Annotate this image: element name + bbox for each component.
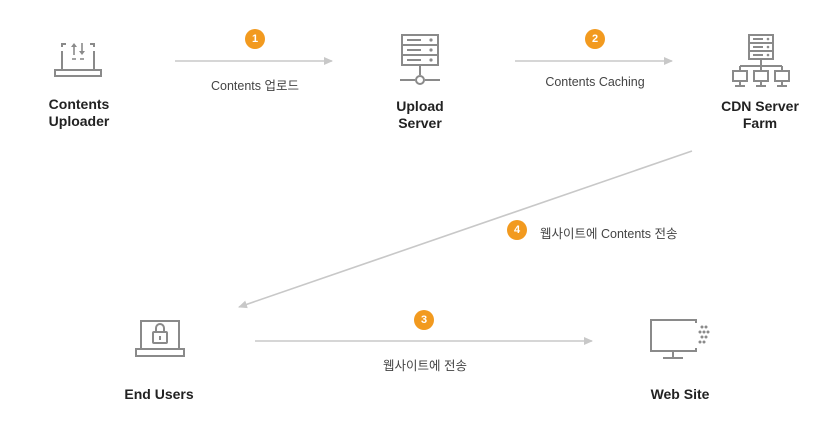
server-icon [400, 34, 440, 85]
node-label-line: Uploader [48, 113, 110, 129]
node-label-line: CDN Server [721, 98, 799, 114]
arrow-cdn-to-users [238, 150, 693, 309]
node-label-end-users: End Users [89, 386, 229, 403]
node-label-line: Upload [396, 98, 444, 114]
edge-label-send-website: 웹사이트에 전송 [383, 359, 467, 373]
node-label-cdn-server-farm: CDN Server Farm [690, 98, 830, 132]
edge-label-send-contents: 웹사이트에 Contents 전송 [540, 227, 678, 241]
laptop-upload-icon [54, 43, 102, 77]
node-label-contents-uploader: Contents Uploader [9, 96, 149, 130]
node-label-line: Web Site [650, 386, 710, 402]
node-label-line: Farm [742, 115, 778, 131]
server-network-icon [732, 34, 790, 87]
node-label-upload-server: Upload Server [350, 98, 490, 132]
step-badge-4: 4 [507, 220, 527, 240]
node-label-line: End Users [124, 386, 194, 402]
monitor-icon [650, 319, 710, 359]
edge-label-upload: Contents 업로드 [210, 79, 299, 93]
edge-label-caching: Contents Caching [545, 75, 645, 89]
step-badge-2: 2 [585, 29, 605, 49]
step-badge-3: 3 [414, 310, 434, 330]
node-label-web-site: Web Site [610, 386, 750, 403]
node-label-line: Server [398, 115, 442, 131]
step-badge-1: 1 [245, 29, 265, 49]
node-label-line: Contents [48, 96, 110, 112]
laptop-lock-icon [135, 320, 185, 357]
